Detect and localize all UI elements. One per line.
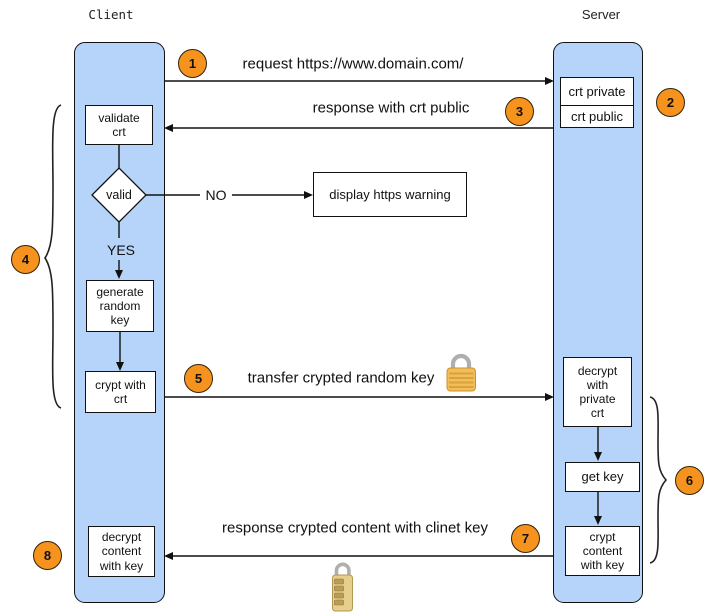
step-badge-4: 4 (11, 245, 40, 274)
client-step-generate-key: generate random key (86, 280, 154, 332)
response-content-label: response crypted content with clinet key (222, 519, 488, 537)
server-step-get-key: get key (565, 462, 640, 492)
no-branch-arrowhead (304, 191, 313, 199)
client-step-crypt-with-crt: crypt with crt (85, 371, 156, 413)
server-crt-private-node: crt private (560, 77, 634, 106)
step-badge-5: 5 (184, 364, 213, 393)
client-step-validate-crt: validate crt (85, 105, 153, 145)
step-badge-2: 2 (656, 88, 685, 117)
response-crt-label: response with crt public (312, 99, 470, 117)
decision-label: valid (106, 188, 132, 202)
client-step-decrypt-content: decrypt content with key (88, 526, 155, 577)
request-label: request https://www.domain.com/ (242, 55, 464, 73)
padlock-icon (446, 353, 476, 392)
transfer-key-label: transfer crypted random key (247, 369, 435, 387)
server-step-crypt-content: crypt content with key (565, 526, 640, 576)
step-badge-8: 8 (33, 541, 62, 570)
client-title: Client (88, 7, 134, 22)
yes-label: YES (106, 242, 136, 258)
step-badge-3: 3 (505, 97, 534, 126)
step-badge-7: 7 (511, 524, 540, 553)
no-label: NO (205, 187, 227, 203)
step-badge-1: 1 (178, 49, 207, 78)
https-warning-node: display https warning (313, 172, 467, 217)
client-steps-brace (44, 104, 62, 409)
step-badge-6: 6 (675, 466, 704, 495)
server-steps-brace (649, 396, 668, 564)
combination-lock-icon (332, 562, 353, 612)
server-crt-public-node: crt public (560, 105, 634, 128)
server-title: Server (581, 7, 621, 22)
server-step-decrypt: decrypt with private crt (563, 357, 632, 427)
response-crt-arrowhead (164, 124, 173, 132)
response-content-arrowhead (164, 552, 173, 560)
